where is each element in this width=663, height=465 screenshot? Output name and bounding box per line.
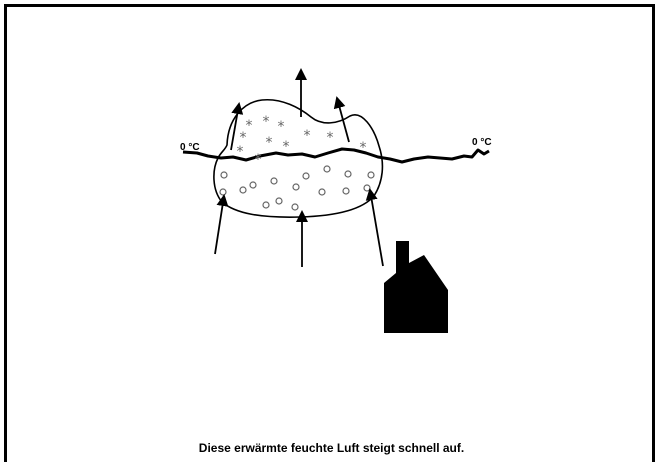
snowflake-icon: *: [278, 119, 285, 135]
droplet-icon: [368, 172, 374, 178]
snowflake-icon: *: [237, 144, 244, 160]
snowflake-icon: *: [327, 130, 334, 146]
caption-text: Diese erwärmte feuchte Luft steigt schne…: [0, 441, 663, 455]
house-icon: [384, 241, 448, 333]
droplet-icon: [324, 166, 330, 172]
snowflake-icon: *: [266, 135, 273, 151]
droplet-icon: [250, 182, 256, 188]
water-droplets: [220, 166, 374, 210]
rising-air-arrows: [215, 70, 383, 267]
snowflake-icon: *: [304, 128, 311, 144]
droplet-icon: [240, 187, 246, 193]
droplet-icon: [345, 171, 351, 177]
droplet-icon: [292, 204, 298, 210]
snowflake-icon: *: [255, 152, 262, 168]
droplet-icon: [263, 202, 269, 208]
droplet-icon: [271, 178, 277, 184]
droplet-icon: [343, 188, 349, 194]
snowflake-icon: *: [246, 118, 253, 134]
freezing-label-right: 0 °C: [472, 137, 492, 148]
arrow-icon: [370, 190, 383, 266]
droplet-icon: [221, 172, 227, 178]
freezing-label-left: 0 °C: [180, 142, 200, 153]
arrow-icon: [215, 196, 224, 254]
droplet-icon: [303, 173, 309, 179]
droplet-icon: [319, 189, 325, 195]
droplet-icon: [364, 185, 370, 191]
droplet-icon: [293, 184, 299, 190]
snowflake-icon: *: [360, 140, 367, 156]
freezing-level-line: [183, 149, 489, 162]
arrow-icon: [337, 98, 349, 142]
snowflake-icon: *: [283, 139, 290, 155]
droplet-icon: [276, 198, 282, 204]
ice-crystals: * * * * * * * * * * *: [237, 114, 367, 168]
droplet-icon: [220, 189, 226, 195]
snowflake-icon: *: [263, 114, 270, 130]
